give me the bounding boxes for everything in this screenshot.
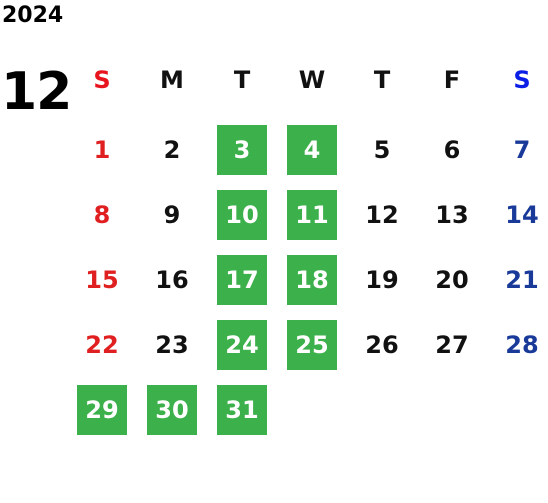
day-cell: 27	[435, 331, 469, 359]
month-number: 12	[1, 62, 72, 122]
week-row: 29 30 31	[67, 385, 548, 435]
weekday-mon: M	[160, 66, 184, 94]
day-cell: 19	[365, 266, 399, 294]
weekday-fri: F	[443, 66, 461, 94]
year-label: 2024	[2, 3, 64, 28]
weekday-thu: T	[373, 66, 391, 94]
day-cell-highlighted: 30	[147, 385, 197, 435]
day-cell: 13	[435, 201, 469, 229]
day-cell: 6	[443, 136, 461, 164]
day-cell-highlighted: 31	[217, 385, 267, 435]
day-cell-highlighted: 17	[217, 255, 267, 305]
day-cell-highlighted: 4	[287, 125, 337, 175]
day-cell-highlighted: 3	[217, 125, 267, 175]
day-cell: 14	[505, 201, 539, 229]
day-cell: 2	[163, 136, 181, 164]
day-cell-highlighted: 29	[77, 385, 127, 435]
week-row: 22 23 24 25 26 27 28	[67, 320, 548, 370]
day-cell: 16	[155, 266, 189, 294]
day-cell: 8	[93, 201, 111, 229]
day-cell: 5	[373, 136, 391, 164]
weekday-wed: W	[298, 66, 326, 94]
day-cell: 26	[365, 331, 399, 359]
day-cell: 1	[93, 136, 111, 164]
day-cell: 7	[513, 136, 531, 164]
day-cell: 12	[365, 201, 399, 229]
day-cell-highlighted: 10	[217, 190, 267, 240]
day-cell: 22	[85, 331, 119, 359]
day-cell: 21	[505, 266, 539, 294]
day-cell-highlighted: 18	[287, 255, 337, 305]
week-row: 1 2 3 4 5 6 7	[67, 125, 548, 175]
day-cell-highlighted: 11	[287, 190, 337, 240]
day-cell-highlighted: 24	[217, 320, 267, 370]
day-cell: 23	[155, 331, 189, 359]
day-cell: 28	[505, 331, 539, 359]
weekday-sat: S	[513, 66, 531, 94]
weekday-header: S M T W T F S	[67, 55, 548, 105]
week-row: 8 9 10 11 12 13 14	[67, 190, 548, 240]
weekday-tue: T	[233, 66, 251, 94]
day-cell-highlighted: 25	[287, 320, 337, 370]
day-cell: 15	[85, 266, 119, 294]
day-cell: 9	[163, 201, 181, 229]
week-row: 15 16 17 18 19 20 21	[67, 255, 548, 305]
day-cell: 20	[435, 266, 469, 294]
weekday-sun: S	[93, 66, 111, 94]
